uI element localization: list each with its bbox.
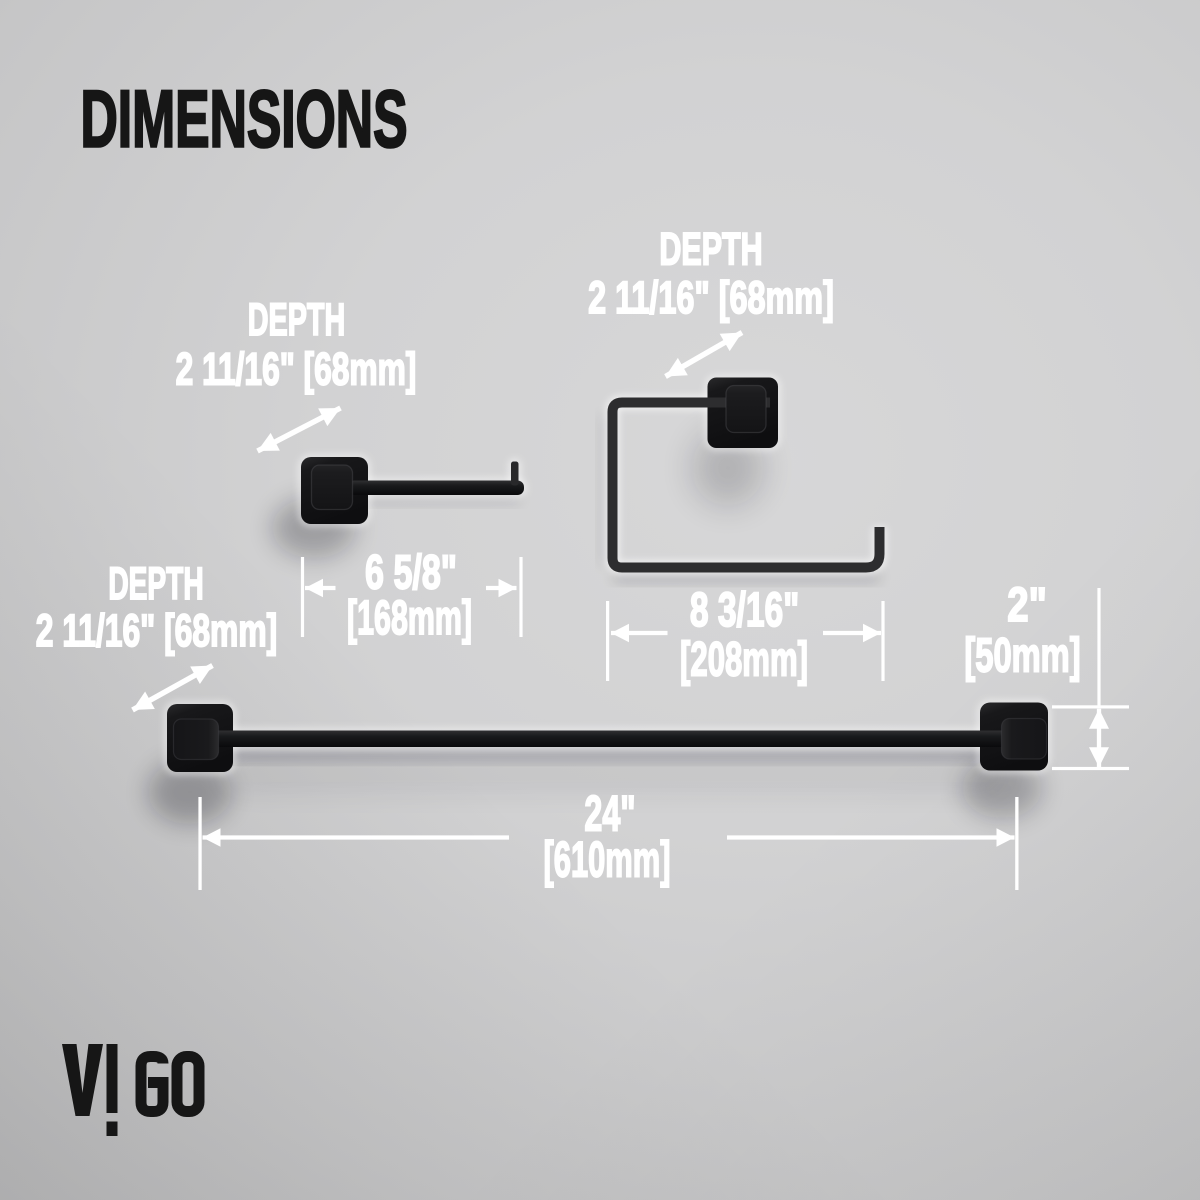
svg-text:2 11/16" [68mm]: 2 11/16" [68mm]	[588, 274, 834, 323]
svg-text:DEPTH: DEPTH	[108, 558, 203, 608]
svg-text:DEPTH: DEPTH	[248, 294, 345, 344]
svg-text:[610mm]: [610mm]	[544, 831, 671, 888]
svg-text:2": 2"	[1007, 579, 1047, 632]
svg-text:6 5/8": 6 5/8"	[365, 545, 457, 599]
svg-text:2 11/16" [68mm]: 2 11/16" [68mm]	[176, 345, 417, 395]
svg-text:2 11/16" [68mm]: 2 11/16" [68mm]	[36, 607, 277, 657]
svg-text:[168mm]: [168mm]	[347, 591, 472, 645]
svg-text:24": 24"	[584, 785, 635, 841]
svg-text:8 3/16": 8 3/16"	[690, 582, 799, 636]
svg-text:[50mm]: [50mm]	[964, 628, 1080, 682]
svg-text:DEPTH: DEPTH	[659, 225, 762, 275]
svg-text:[208mm]: [208mm]	[680, 632, 808, 687]
svg-text:DIMENSIONS: DIMENSIONS	[81, 75, 408, 164]
